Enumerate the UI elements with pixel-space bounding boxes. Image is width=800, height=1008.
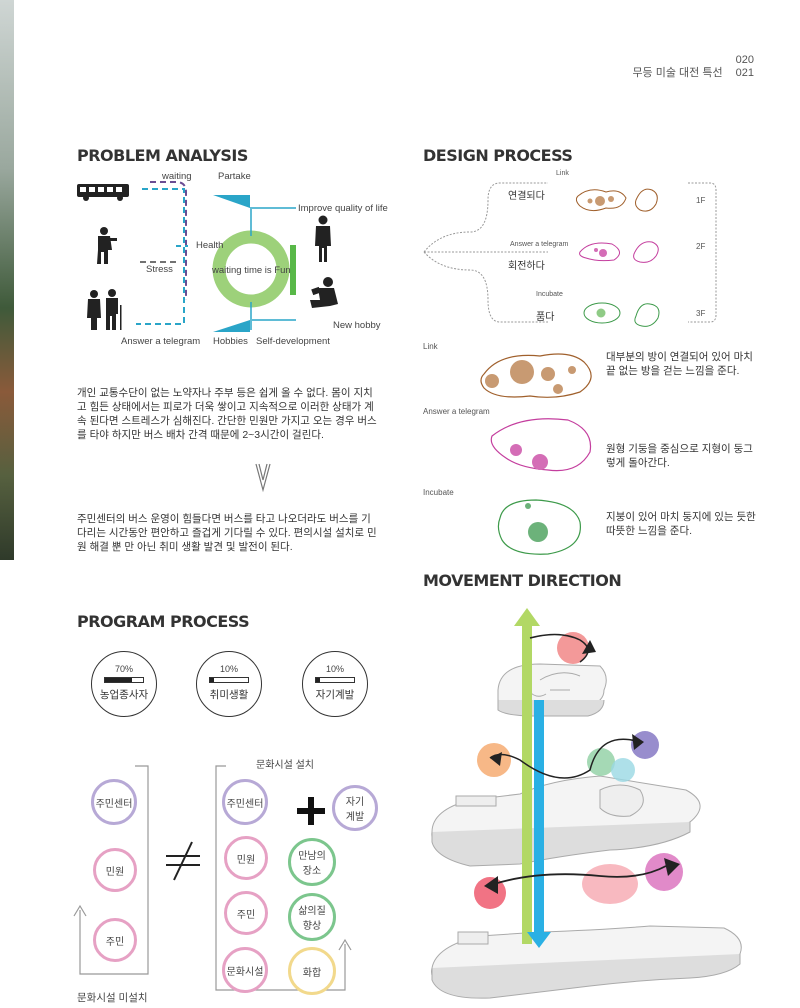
label-improve-quality: Improve quality of life bbox=[298, 203, 388, 214]
circle-right-community-center-label: 주민센터 bbox=[226, 798, 264, 810]
gauge-self-dev-pct: 10% bbox=[325, 664, 344, 674]
gauge-farmers-pct: 70% bbox=[114, 664, 133, 674]
install-label: 문화시설 설치 bbox=[256, 760, 314, 771]
problem-paragraph-1: 개인 교통수단이 없는 노약자나 주부 등은 쉽게 올 수 없다. 몸이 지치고… bbox=[77, 387, 377, 441]
incubate-detail-shape bbox=[497, 499, 581, 555]
detail-en-incubate: Incubate bbox=[423, 488, 454, 497]
row-en-incubate: Incubate bbox=[536, 291, 563, 298]
gauge-hobby-bar bbox=[209, 677, 249, 683]
circle-self-dev-label: 자기 계발 bbox=[345, 797, 365, 823]
left-photo-strip bbox=[0, 0, 14, 560]
circle-right-civil-label: 민원 bbox=[236, 854, 256, 866]
circle-left-civil-label: 민원 bbox=[105, 866, 125, 878]
problem-analysis-title: PROBLEM ANALYSIS bbox=[77, 146, 248, 165]
gauge-farmers-label: 농업종사자 bbox=[99, 689, 149, 701]
label-hobbies: Hobbies bbox=[213, 336, 248, 347]
answer-telegram-detail-shape bbox=[490, 418, 592, 472]
page-number-left: 020 bbox=[735, 54, 754, 66]
movement-direction-title: MOVEMENT DIRECTION bbox=[423, 571, 622, 590]
circle-left-residents-label: 주민 bbox=[105, 936, 125, 948]
gauge-self-dev: 10% 자기계발 bbox=[302, 651, 368, 717]
circle-left-civil: 민원 bbox=[93, 848, 137, 892]
circle-left-community-center-label: 주민센터 bbox=[95, 798, 133, 810]
circle-quality-of-life: 삶의질 향상 bbox=[288, 893, 336, 941]
gauge-farmers-bar bbox=[104, 677, 144, 683]
detail-desc-link: 대부분의 방이 연결되어 있어 마치 끝 없는 방을 걷는 느낌을 준다. bbox=[606, 351, 753, 377]
label-answer-telegram: Answer a telegram bbox=[121, 336, 201, 347]
program-process-title: PROGRAM PROCESS bbox=[77, 612, 250, 631]
detail-desc-answer: 원형 기둥을 중심으로 지형이 둥그렇게 돌아간다. bbox=[606, 443, 753, 469]
label-stress: Stress bbox=[146, 264, 173, 275]
label-new-hobby: New hobby bbox=[333, 320, 381, 331]
label-health: Health bbox=[196, 240, 224, 251]
gauge-hobby-pct: 10% bbox=[219, 664, 238, 674]
circle-right-culture-facility-label: 문화시설 bbox=[226, 966, 264, 978]
circle-harmony-label: 화합 bbox=[302, 967, 322, 979]
circle-right-civil: 민원 bbox=[224, 836, 268, 880]
detail-desc-incubate: 지붕이 있어 마치 둥지에 있는 듯한 따뜻한 느낌을 준다. bbox=[606, 511, 756, 537]
link-detail-shape bbox=[480, 353, 592, 398]
detail-en-answer: Answer a telegram bbox=[423, 407, 490, 416]
circle-right-residents-label: 주민 bbox=[236, 909, 256, 921]
circle-left-community-center: 주민센터 bbox=[91, 779, 137, 825]
circle-quality-of-life-label: 삶의질 향상 bbox=[298, 906, 326, 932]
label-waiting-fun: waiting time is Fun bbox=[212, 265, 291, 276]
elderly-couple-silhouette-icon bbox=[87, 289, 122, 330]
circle-meeting-place-label: 만남의 장소 bbox=[298, 851, 326, 877]
gauge-hobby-label: 취미생활 bbox=[209, 689, 249, 701]
problem-paragraph-2: 주민센터의 버스 운영이 힘들다면 버스를 타고 나오더라도 버스를 기다리는 … bbox=[77, 513, 377, 553]
down-arrow-icon bbox=[255, 463, 271, 493]
label-self-development: Self-development bbox=[256, 336, 330, 347]
row-en-link: Link bbox=[556, 170, 569, 177]
row-ko-link: 연결되다 bbox=[508, 191, 545, 202]
circle-right-culture-facility: 문화시설 bbox=[222, 947, 268, 993]
row-ko-rotate: 회전하다 bbox=[508, 261, 545, 272]
not-installed-label: 문화시설 미설치 bbox=[77, 992, 148, 1004]
floor-1f: 1F bbox=[696, 196, 706, 205]
gauge-self-dev-label: 자기계발 bbox=[315, 689, 355, 701]
row-ko-embrace: 품다 bbox=[536, 312, 555, 323]
gauge-hobby: 10% 취미생활 bbox=[196, 651, 262, 717]
circle-right-residents: 주민 bbox=[224, 891, 268, 935]
reading-person-silhouette-icon bbox=[310, 277, 338, 308]
circle-self-dev: 자기 계발 bbox=[332, 785, 378, 831]
label-partake: Partake bbox=[218, 171, 251, 182]
row-en-answer: Answer a telegram bbox=[510, 241, 569, 248]
page-number-right: 021 bbox=[735, 67, 754, 79]
detail-en-link: Link bbox=[423, 342, 438, 351]
link-shape-1 bbox=[575, 189, 627, 212]
circle-left-residents: 주민 bbox=[93, 918, 137, 962]
floor-slab-1f bbox=[431, 925, 742, 999]
gauge-self-dev-bar bbox=[315, 677, 355, 683]
circle-meeting-place: 만남의 장소 bbox=[288, 838, 336, 886]
bus-icon bbox=[77, 184, 129, 201]
gauge-farmers-fill bbox=[105, 678, 132, 682]
label-waiting: waiting bbox=[162, 171, 192, 182]
floor-2f: 2F bbox=[696, 242, 706, 251]
gauge-self-dev-fill bbox=[316, 678, 320, 682]
circle-harmony: 화합 bbox=[288, 947, 336, 995]
floor-3f: 3F bbox=[696, 309, 706, 318]
floor-slab-2f bbox=[431, 775, 701, 867]
photographer-silhouette-icon bbox=[97, 227, 117, 264]
design-process-title: DESIGN PROCESS bbox=[423, 146, 573, 165]
standing-man-silhouette-icon bbox=[315, 215, 331, 262]
circle-right-community-center: 주민센터 bbox=[222, 779, 268, 825]
gauge-hobby-fill bbox=[210, 678, 214, 682]
header-title: 무등 미술 대전 특선 bbox=[632, 67, 723, 79]
gauge-farmers: 70% 농업종사자 bbox=[91, 651, 157, 717]
